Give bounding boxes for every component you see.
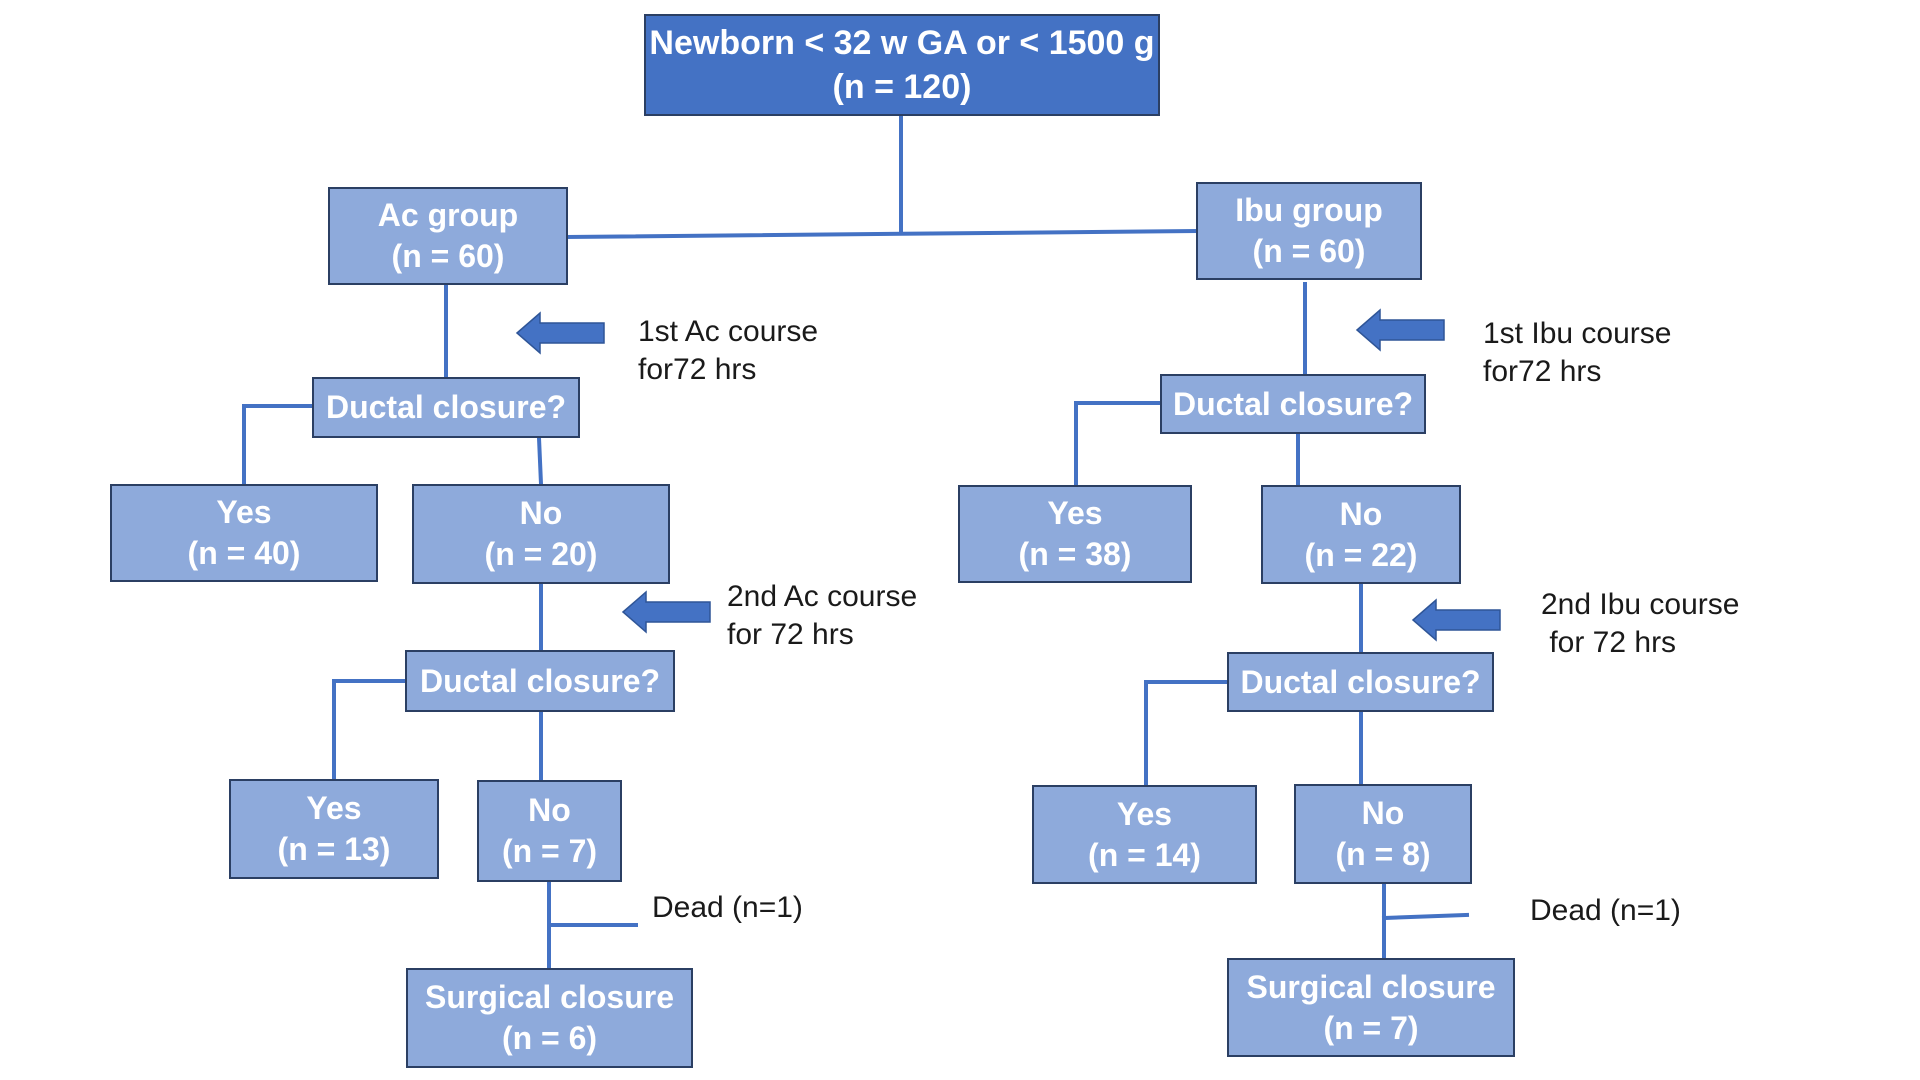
ibu-yes2-box: Yes (n = 14) — [1032, 785, 1257, 884]
ibu-dead-text: Dead (n=1) — [1530, 894, 1681, 927]
ac-yes1-box: Yes (n = 40) — [110, 484, 378, 582]
ibu-group-count: (n = 60) — [1252, 233, 1366, 269]
ibu-closure1-box: Ductal closure? — [1160, 374, 1426, 434]
ac-group-count: (n = 60) — [391, 238, 505, 274]
ibu-no2-count: (n = 8) — [1335, 836, 1431, 872]
connector-ibu-closure2-to-yes2 — [1144, 680, 1229, 787]
ac-no2-box: No (n = 7) — [477, 780, 622, 882]
ibu-no1-title: No — [1339, 495, 1383, 532]
arrow-ibu-course2 — [1411, 598, 1501, 642]
connector-ibu-closure1-to-yes1 — [1074, 401, 1162, 487]
ac-course1-line1: 1st Ac course — [638, 315, 819, 348]
ac-yes2-count: (n = 13) — [277, 831, 391, 867]
ibu-no2-title: No — [1361, 795, 1405, 831]
connector-ac-closure1-to-yes1 — [242, 404, 314, 486]
ibu-no2-box: No (n = 8) — [1294, 784, 1472, 884]
ibu-dead-label: Dead (n=1) — [1530, 892, 1681, 930]
ibu-closure2-question: Ductal closure? — [1240, 663, 1481, 700]
ac-closure1-box: Ductal closure? — [312, 377, 580, 438]
ibu-course2-label: 2nd Ibu course for 72 hrs — [1541, 586, 1739, 662]
ibu-no1-box: No (n = 22) — [1261, 485, 1461, 584]
ac-no2-count: (n = 7) — [501, 833, 598, 869]
ibu-no1-count: (n = 22) — [1304, 536, 1418, 573]
ac-yes1-count: (n = 40) — [187, 535, 301, 571]
ibu-yes2-title: Yes — [1116, 795, 1173, 832]
ac-no1-box: No (n = 20) — [412, 484, 670, 584]
ibu-yes2-count: (n = 14) — [1088, 836, 1201, 873]
ibu-yes1-box: Yes (n = 38) — [958, 485, 1192, 583]
ac-surgical-count: (n = 6) — [501, 1020, 598, 1056]
ibu-course2-line2: for 72 hrs — [1541, 626, 1677, 659]
arrow-ibu-course1 — [1355, 308, 1445, 352]
ac-group-box: Ac group (n = 60) — [328, 187, 568, 285]
ac-yes2-title: Yes — [306, 790, 362, 826]
ac-yes2-box: Yes (n = 13) — [229, 779, 439, 879]
ac-course2-line1: 2nd Ac course — [727, 580, 918, 613]
root-newborn-box: Newborn < 32 w GA or < 1500 g (n = 120) — [644, 14, 1160, 116]
connector-ac-closure2-to-yes2 — [332, 679, 407, 781]
ibu-group-box: Ibu group (n = 60) — [1196, 182, 1422, 280]
ac-course1-line2: for72 hrs — [638, 353, 757, 386]
ibu-closure2-box: Ductal closure? — [1227, 652, 1494, 712]
ac-no2-title: No — [528, 792, 571, 828]
ibu-course2-line1: 2nd Ibu course — [1541, 588, 1740, 621]
ac-course1-label: 1st Ac course for72 hrs — [638, 313, 818, 389]
root-title: Newborn < 32 w GA or < 1500 g — [649, 24, 1155, 62]
ac-course2-line2: for 72 hrs — [727, 618, 854, 651]
ac-no1-count: (n = 20) — [484, 536, 598, 572]
ac-closure2-box: Ductal closure? — [405, 650, 675, 712]
ibu-yes1-count: (n = 38) — [1018, 536, 1132, 572]
connector-ac-closure1-to-no1 — [536, 435, 544, 487]
ac-closure2-question: Ductal closure? — [419, 662, 661, 699]
ac-closure1-question: Ductal closure? — [325, 389, 567, 425]
arrow-ac-course1 — [515, 311, 605, 355]
ac-yes1-title: Yes — [216, 494, 272, 530]
ibu-course1-line1: 1st Ibu course — [1483, 317, 1672, 350]
ac-no1-title: No — [519, 495, 563, 531]
arrow-ac-course2 — [621, 590, 711, 634]
ibu-group-title: Ibu group — [1235, 192, 1383, 228]
ibu-closure1-question: Ductal closure? — [1172, 385, 1414, 422]
connector-ibu-dead — [1381, 912, 1470, 921]
ac-dead-text: Dead (n=1) — [652, 891, 803, 924]
ibu-course1-label: 1st Ibu course for72 hrs — [1483, 315, 1671, 391]
ibu-surgical-count: (n = 7) — [1323, 1009, 1419, 1046]
ac-dead-label: Dead (n=1) — [652, 889, 803, 927]
root-count: (n = 120) — [832, 68, 972, 106]
ibu-yes1-title: Yes — [1047, 495, 1103, 531]
ac-group-title: Ac group — [377, 197, 519, 233]
ibu-course1-line2: for72 hrs — [1483, 355, 1602, 388]
ibu-surgical-title: Surgical closure — [1246, 968, 1496, 1005]
connector-root-branch — [563, 228, 1199, 240]
ac-surgical-title: Surgical closure — [425, 979, 674, 1015]
ac-surgical-box: Surgical closure (n = 6) — [406, 968, 693, 1068]
ac-course2-label: 2nd Ac course for 72 hrs — [727, 578, 917, 654]
ibu-surgical-box: Surgical closure (n = 7) — [1227, 958, 1515, 1057]
